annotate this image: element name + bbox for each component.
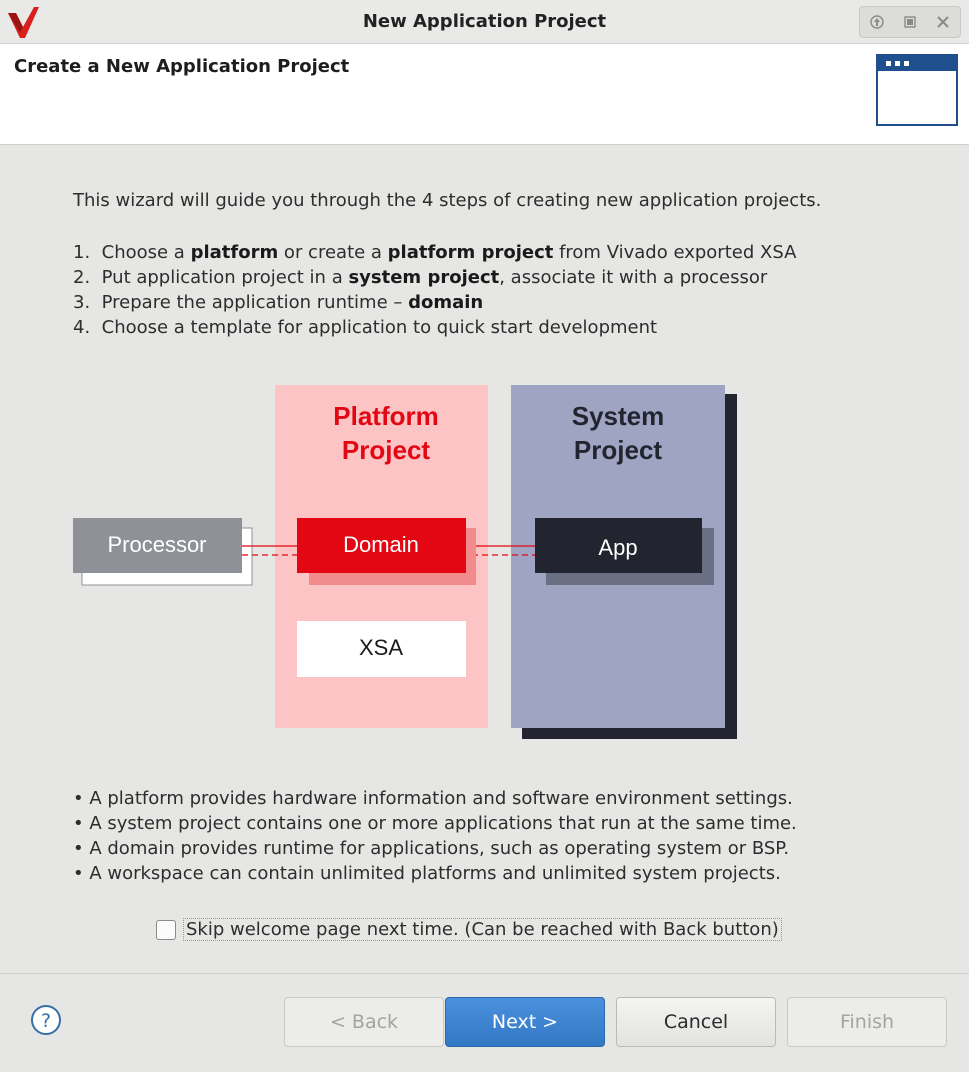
step-text: from Vivado exported XSA — [553, 242, 797, 263]
cancel-button[interactable]: Cancel — [616, 997, 776, 1047]
note-item: • A system project contains one or more … — [73, 813, 797, 834]
processor-label: Processor — [107, 532, 206, 557]
wizard-header: Create a New Application Project — [0, 44, 969, 145]
step-number: 3. — [73, 292, 102, 313]
step-text: , associate it with a processor — [499, 267, 768, 288]
step-item: 4. Choose a template for application to … — [73, 315, 796, 340]
window-controls — [859, 6, 961, 38]
finish-button[interactable]: Finish — [787, 997, 947, 1047]
step-text: Prepare the application runtime – — [101, 292, 409, 313]
platform-project-label-2: Project — [342, 435, 430, 465]
vitis-logo-icon — [8, 7, 39, 38]
next-button[interactable]: Next > — [445, 997, 605, 1047]
steps-list: 1. Choose a platform or create a platfor… — [73, 240, 796, 340]
help-icon[interactable]: ? — [30, 1004, 62, 1036]
step-keyword: platform project — [387, 242, 554, 263]
step-item: 3. Prepare the application runtime – dom… — [73, 290, 796, 315]
system-project-label-1: System — [572, 401, 665, 431]
step-keyword: domain — [408, 292, 484, 313]
back-button[interactable]: < Back — [284, 997, 444, 1047]
close-icon — [937, 16, 950, 28]
restore-button[interactable] — [899, 11, 921, 33]
close-button[interactable] — [932, 11, 954, 33]
skip-welcome-checkbox[interactable] — [156, 919, 176, 940]
arrow-up-icon — [869, 15, 884, 29]
step-text: or create a — [278, 242, 388, 263]
maximize-up-button[interactable] — [866, 11, 888, 33]
window-icon — [876, 54, 958, 126]
title-bar: New Application Project — [0, 0, 969, 44]
app-box — [535, 518, 702, 573]
platform-project-label-1: Platform — [333, 401, 438, 431]
xsa-box — [297, 621, 466, 677]
step-keyword: system project — [348, 267, 500, 288]
restore-icon — [904, 16, 916, 28]
step-number: 2. — [73, 267, 102, 288]
step-number: 4. — [73, 317, 102, 338]
step-text: Choose a template for application to qui… — [101, 317, 658, 338]
step-keyword: platform — [190, 242, 279, 263]
system-project-label-2: Project — [574, 435, 662, 465]
domain-label: Domain — [343, 532, 419, 557]
step-text: Choose a — [101, 242, 191, 263]
app-label: App — [598, 535, 637, 560]
processor-box — [73, 518, 242, 573]
architecture-diagram: Platform Project System Project Processo… — [73, 385, 737, 739]
skip-welcome-label[interactable]: Skip welcome page next time. (Can be rea… — [183, 918, 782, 941]
intro-text: This wizard will guide you through the 4… — [73, 190, 822, 211]
footer-separator — [0, 973, 969, 974]
domain-box — [297, 518, 466, 573]
window-title: New Application Project — [362, 11, 607, 32]
skip-welcome-row[interactable]: Skip welcome page next time. (Can be rea… — [156, 918, 782, 941]
svg-text:?: ? — [41, 1010, 51, 1032]
step-text: Put application project in a — [101, 267, 349, 288]
notes-list: • A platform provides hardware informati… — [73, 786, 797, 886]
note-item: • A platform provides hardware informati… — [73, 788, 793, 809]
step-number: 1. — [73, 242, 102, 263]
step-item: 2. Put application project in a system p… — [73, 265, 796, 290]
note-item: • A domain provides runtime for applicat… — [73, 838, 790, 859]
step-item: 1. Choose a platform or create a platfor… — [73, 240, 796, 265]
note-item: • A workspace can contain unlimited plat… — [73, 863, 781, 884]
xsa-label: XSA — [359, 635, 403, 660]
page-title: Create a New Application Project — [14, 56, 350, 77]
